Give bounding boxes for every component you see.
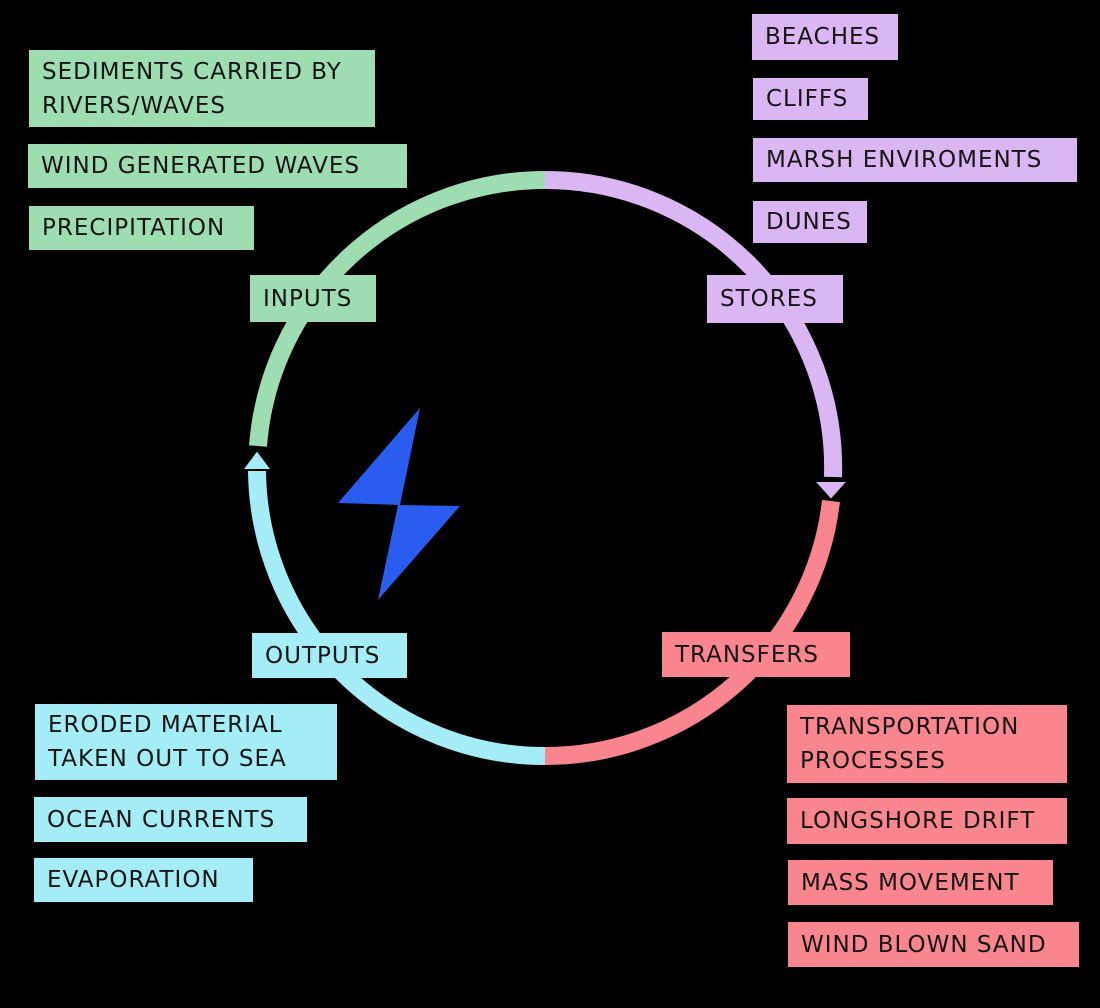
transfers-item-longshore-drift: LONGSHORE DRIFT (787, 798, 1067, 844)
inputs-item-line: SEDIMENTS CARRIED BY (42, 58, 342, 85)
outputs-item-evaporation: EVAPORATION (34, 858, 253, 902)
stores-item-cliffs: CLIFFS (753, 78, 868, 120)
stores-arc (544, 171, 843, 478)
transfers-item-wind-blown-sand: WIND BLOWN SAND (788, 922, 1079, 967)
stores-item-marsh: MARSH ENVIROMENTS (753, 138, 1077, 182)
lightning-bolt-icon (338, 408, 460, 600)
inputs-arc (249, 171, 546, 447)
stores-item-beaches: BEACHES (752, 14, 898, 60)
transfers-arc (544, 499, 840, 765)
inputs-item-precipitation: PRECIPITATION (29, 206, 254, 250)
transfers-item-line: TRANSPORTATION (800, 714, 1020, 740)
outputs-item-ocean-currents: OCEAN CURRENTS (34, 797, 307, 842)
outputs-item-line: ERODED MATERIAL (48, 712, 283, 738)
outputs-item-line: TAKEN OUT TO SEA (48, 746, 287, 772)
inputs-label: INPUTS (250, 275, 376, 322)
transfers-item-line: PROCESSES (800, 748, 946, 774)
inputs-item-wind-waves: WIND GENERATED WAVES (28, 144, 407, 188)
transfers-item-mass-movement: MASS MOVEMENT (788, 860, 1053, 905)
inputs-item-sediments: SEDIMENTS CARRIED BY RIVERS/WAVES (29, 50, 375, 127)
transfers-label: TRANSFERS (662, 632, 850, 677)
inputs-item-line: RIVERS/WAVES (42, 92, 226, 119)
stores-item-dunes: DUNES (753, 201, 867, 243)
outputs-label: OUTPUTS (252, 633, 407, 678)
stores-arrowhead-icon (813, 480, 849, 501)
transfers-item-transportation: TRANSPORTATION PROCESSES (787, 705, 1067, 783)
stores-label: STORES (707, 275, 843, 323)
outputs-item-eroded: ERODED MATERIAL TAKEN OUT TO SEA (35, 704, 337, 780)
outputs-arrowhead-icon (241, 449, 273, 471)
